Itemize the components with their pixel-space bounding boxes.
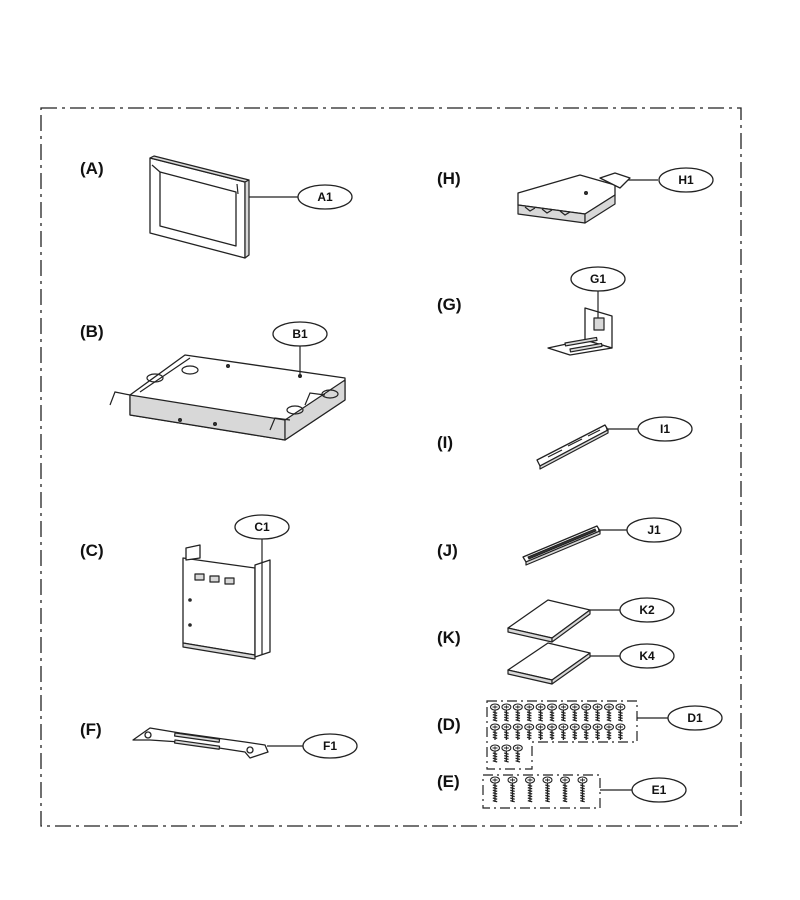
part-a-trim-frame (149, 155, 250, 259)
callout-e1: E1 (631, 777, 687, 803)
part-b-base-tray (109, 354, 346, 441)
screw (535, 703, 546, 722)
callout-f1: F1 (302, 733, 358, 759)
screw (615, 703, 626, 722)
callout-h1-label: H1 (678, 173, 694, 187)
callout-d1-label: D1 (687, 711, 703, 725)
callout-k4: K4 (619, 643, 675, 669)
section-label-i: (I) (437, 433, 453, 452)
screw (501, 723, 512, 740)
screw (542, 776, 553, 803)
section-label-j: (J) (437, 541, 458, 560)
screw (577, 776, 588, 803)
callout-g1: G1 (570, 266, 626, 292)
section-label-f: (F) (80, 720, 102, 739)
screw (581, 723, 592, 740)
callout-d1: D1 (667, 705, 723, 731)
callout-b1-label: B1 (292, 327, 308, 341)
callout-g1-label: G1 (590, 272, 606, 286)
screw (615, 723, 626, 740)
screw-set-d (489, 703, 626, 763)
screw-group-e-border (482, 774, 601, 809)
callout-i1-label: I1 (660, 422, 670, 436)
callout-e1-label: E1 (652, 783, 667, 797)
screw (512, 723, 523, 740)
screw (546, 723, 558, 740)
section-label-g: (G) (437, 295, 462, 314)
screw (603, 723, 615, 740)
callout-b1: B1 (272, 321, 328, 347)
screw (592, 723, 603, 740)
callout-a1: A1 (297, 184, 353, 210)
callout-c1: C1 (234, 514, 290, 540)
screw (558, 723, 569, 740)
screw (507, 776, 518, 803)
callout-a1-label: A1 (317, 190, 333, 204)
callout-j1: J1 (626, 517, 682, 543)
callout-k2-label: K2 (639, 603, 655, 617)
screw (569, 723, 580, 740)
screw (546, 703, 558, 722)
screw (581, 703, 592, 722)
part-k4-pad (507, 642, 591, 685)
screw (592, 703, 603, 722)
section-label-k: (K) (437, 628, 461, 647)
screw (501, 744, 512, 763)
part-j-slotted-rail (522, 525, 601, 566)
screw (489, 703, 501, 722)
screw (524, 703, 535, 722)
screw (501, 703, 512, 722)
part-c-side-panel (182, 544, 271, 660)
section-label-c: (C) (80, 541, 104, 560)
screw (535, 723, 546, 740)
screw (512, 744, 523, 763)
screw (569, 703, 580, 722)
outer-border (40, 107, 742, 827)
section-label-b: (B) (80, 322, 104, 341)
screw (524, 776, 536, 803)
screw (489, 776, 501, 803)
callout-k2: K2 (619, 597, 675, 623)
screw (558, 703, 569, 722)
part-h-support-bracket (517, 172, 631, 224)
screw (489, 723, 501, 740)
screw (489, 744, 501, 763)
section-label-h: (H) (437, 169, 461, 188)
part-f-strap (132, 727, 269, 759)
part-i-rail (536, 424, 609, 470)
screw (512, 703, 523, 722)
screw-group-d-border (486, 700, 638, 770)
callout-c1-label: C1 (254, 520, 270, 534)
part-k2-pad (507, 599, 591, 643)
screw-set-e (489, 776, 588, 803)
callout-k4-label: K4 (639, 649, 655, 663)
screw (559, 776, 571, 803)
callout-i1: I1 (637, 416, 693, 442)
screw (524, 723, 535, 740)
screw (603, 703, 615, 722)
callout-f1-label: F1 (323, 739, 337, 753)
section-label-a: (A) (80, 159, 104, 178)
callout-h1: H1 (658, 167, 714, 193)
section-label-e: (E) (437, 772, 460, 791)
part-g-angle-bracket (547, 307, 613, 356)
section-label-d: (D) (437, 715, 461, 734)
callout-j1-label: J1 (647, 523, 661, 537)
